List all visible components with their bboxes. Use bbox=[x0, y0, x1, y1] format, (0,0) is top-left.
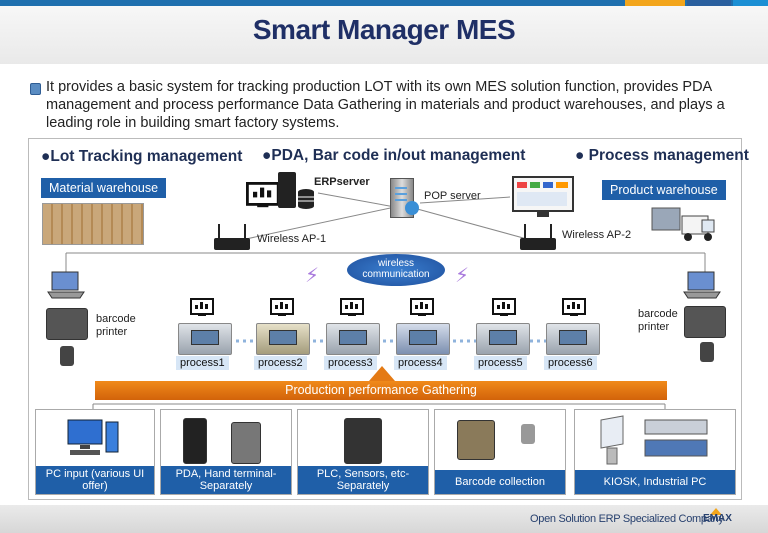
wireless-ap1-label: Wireless AP-1 bbox=[257, 233, 327, 245]
scanner-left-icon bbox=[60, 346, 74, 366]
router-ap2-icon bbox=[520, 224, 556, 250]
signal-right-icon: ⚡ bbox=[455, 265, 470, 287]
footer-text: Open Solution ERP Specialized Company bbox=[530, 513, 724, 525]
process5-label: process5 bbox=[474, 356, 527, 370]
laptop-left-icon bbox=[47, 271, 85, 299]
hand-terminal-icon bbox=[231, 422, 261, 464]
barcode-printer-icon bbox=[457, 420, 495, 460]
process1-label: process1 bbox=[176, 356, 229, 370]
up-arrow-stem bbox=[376, 376, 388, 382]
bullet-icon bbox=[30, 83, 41, 95]
input-box-pda: PDA, Hand terminal- Separately bbox=[160, 409, 292, 495]
input-box-barcode: Barcode collection bbox=[434, 409, 566, 495]
process6-monitor-icon bbox=[562, 298, 586, 316]
material-warehouse-image bbox=[42, 203, 144, 245]
barcode-scanner-icon bbox=[521, 424, 535, 444]
wireless-communication-cloud: wireless communication bbox=[347, 254, 445, 286]
wireless-label: wireless communication bbox=[362, 258, 430, 280]
process1-machine-icon bbox=[178, 323, 232, 355]
footer-band bbox=[0, 505, 768, 533]
slide-title: Smart Manager MES bbox=[252, 14, 516, 45]
slide-description: It provides a basic system for tracking … bbox=[46, 79, 725, 131]
section-process: ● Process management bbox=[575, 147, 749, 164]
dashboard-monitor-icon bbox=[512, 176, 574, 217]
accent-navy bbox=[687, 0, 731, 6]
process6-machine-icon bbox=[546, 323, 600, 355]
signal-left-icon: ⚡ bbox=[305, 265, 320, 287]
accent-orange bbox=[625, 0, 685, 6]
process3-label: process3 bbox=[324, 356, 377, 370]
erp-server-label: ERPserver bbox=[314, 176, 370, 188]
process2-label: process2 bbox=[254, 356, 307, 370]
barcode-printer-right-icon bbox=[684, 306, 726, 338]
process4-monitor-icon bbox=[410, 298, 434, 316]
process2-machine-icon bbox=[256, 323, 310, 355]
pda-icon bbox=[183, 418, 207, 464]
input-box-pc: PC input (various UI offer) bbox=[35, 409, 155, 495]
barcode-printer-left-icon bbox=[46, 308, 88, 340]
top-accent-bar bbox=[0, 0, 768, 6]
logo-triangle-icon bbox=[710, 508, 722, 515]
process3-monitor-icon bbox=[340, 298, 364, 316]
process4-label: process4 bbox=[394, 356, 447, 370]
plc-icon bbox=[344, 418, 382, 464]
process3-machine-icon bbox=[326, 323, 380, 355]
laptop-right-icon bbox=[683, 271, 721, 299]
database-icon bbox=[298, 189, 314, 209]
section-pda-barcode: ●PDA, Bar code in/out management bbox=[262, 147, 526, 164]
input-box-plc: PLC, Sensors, etc- Separately bbox=[297, 409, 429, 495]
process2-monitor-icon bbox=[270, 298, 294, 316]
section-lot-tracking: ●Lot Tracking management bbox=[41, 148, 243, 165]
title-band bbox=[0, 6, 768, 64]
input-caption-kiosk: KIOSK, Industrial PC bbox=[575, 470, 735, 494]
process5-machine-icon bbox=[476, 323, 530, 355]
scanner-right-icon bbox=[700, 342, 714, 362]
erp-tower-icon bbox=[278, 172, 296, 208]
process1-monitor-icon bbox=[190, 298, 214, 316]
product-warehouse-tag: Product warehouse bbox=[602, 180, 726, 200]
pc-icon bbox=[67, 419, 119, 455]
erp-monitor-icon bbox=[246, 182, 280, 208]
process4-machine-icon bbox=[396, 323, 450, 355]
barcode-printer-left-label: barcode printer bbox=[96, 313, 136, 338]
input-caption-plc: PLC, Sensors, etc- Separately bbox=[298, 466, 428, 494]
accent-blue bbox=[733, 0, 768, 6]
router-ap1-icon bbox=[214, 224, 250, 250]
up-arrow-icon bbox=[369, 366, 395, 381]
globe-icon bbox=[405, 201, 419, 215]
pop-server-icon bbox=[390, 178, 414, 218]
delivery-truck-icon bbox=[651, 207, 715, 241]
material-warehouse-tag: Material warehouse bbox=[41, 178, 167, 198]
input-caption-pda: PDA, Hand terminal- Separately bbox=[161, 466, 291, 494]
input-caption-barcode: Barcode collection bbox=[435, 470, 565, 494]
process6-label: process6 bbox=[544, 356, 597, 370]
production-gathering-bar: Production performance Gathering bbox=[95, 381, 667, 400]
barcode-printer-right-label: barcode printer bbox=[638, 308, 678, 333]
process5-monitor-icon bbox=[492, 298, 516, 316]
company-logo: EMAX bbox=[703, 513, 732, 524]
pop-server-label: POP server bbox=[424, 190, 481, 202]
wireless-ap2-label: Wireless AP-2 bbox=[562, 229, 632, 241]
input-caption-pc: PC input (various UI offer) bbox=[36, 466, 154, 494]
input-box-kiosk: KIOSK, Industrial PC bbox=[574, 409, 736, 495]
kiosk-icon bbox=[600, 415, 708, 465]
